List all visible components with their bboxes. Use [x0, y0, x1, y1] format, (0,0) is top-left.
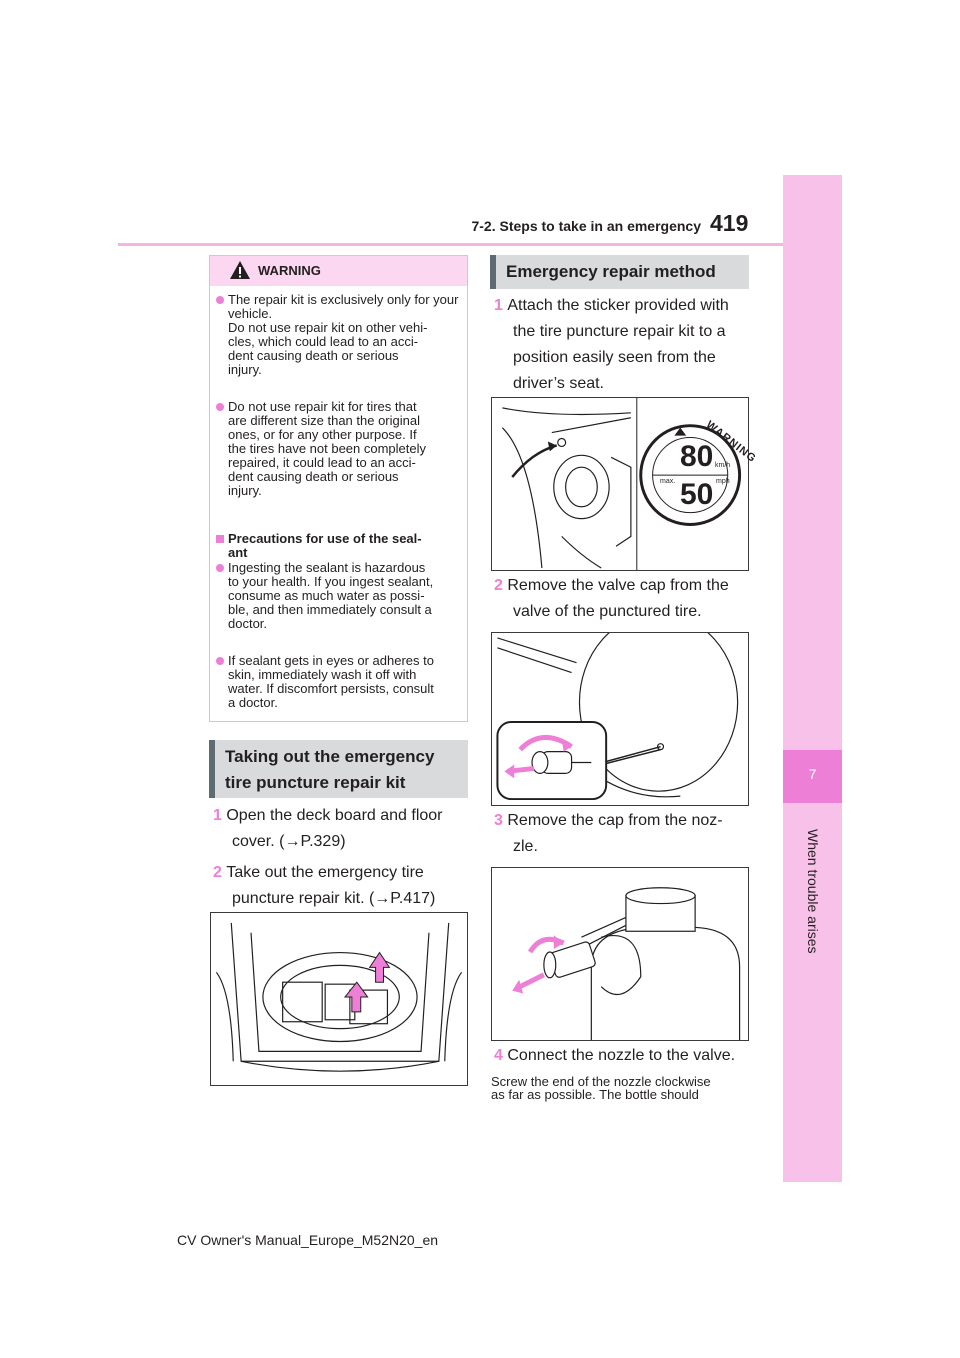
sticker-speed-kmh: 80	[680, 440, 714, 473]
warning-line: Do not use repair kit on other vehi-	[228, 320, 428, 335]
bullet-icon	[216, 657, 224, 665]
warning-line: cles, which could lead to an acci-	[228, 334, 419, 349]
repair-note: Screw the end of the nozzle clockwise as…	[491, 1075, 753, 1101]
warning-title: WARNING	[258, 263, 321, 278]
warning-header	[210, 256, 467, 286]
section-title: 7-2. Steps to take in an emergency	[471, 218, 701, 234]
sticker-unit-kmh: km/h	[715, 462, 731, 469]
subtitle-line: ant	[228, 545, 248, 560]
step-number: 3	[494, 812, 503, 829]
warning-box	[209, 255, 468, 722]
repair-step-1: 1 Attach the sticker provided with the t…	[494, 293, 756, 397]
trunk-repair-kit-figure	[210, 912, 468, 1086]
valve-cap-figure	[491, 632, 749, 806]
step-number: 4	[494, 1047, 503, 1064]
header-divider	[118, 243, 783, 246]
warning-line: water. If discomfort persists, consult	[228, 681, 434, 696]
bullet-icon	[216, 564, 224, 572]
step-text: driver’s seat.	[513, 375, 604, 392]
taking-out-step-1: 1 Open the deck board and floor cover. (…	[213, 803, 473, 855]
warning-line: repaired, it could lead to an acci-	[228, 455, 416, 470]
warning-line: consume as much water as possi-	[228, 588, 425, 603]
sticker-max: max.	[660, 478, 676, 485]
step-text: zle.	[513, 838, 538, 855]
warning-line: injury.	[228, 483, 262, 498]
section-heading-repair-method: Emergency repair method	[490, 255, 749, 289]
subtitle-line: Precautions for use of the seal-	[228, 531, 422, 546]
warning-line: dent causing death or serious	[228, 348, 399, 363]
step-text: cover. (→P.329)	[232, 833, 346, 850]
section-heading-taking-out: Taking out the emergency tire puncture r…	[209, 740, 468, 798]
taking-out-step-2: 2 Take out the emergency tire puncture r…	[213, 860, 473, 912]
warning-line: the tires have not been completely	[228, 441, 427, 456]
warning-line: to your health. If you ingest sealant,	[228, 574, 434, 589]
bullet-icon	[216, 403, 224, 411]
step-text: puncture repair kit. (→P.417)	[232, 890, 436, 907]
warning-item-3: Ingesting the sealant is hazardous to yo…	[228, 561, 460, 631]
repair-step-3: 3 Remove the cap from the noz- zle.	[494, 808, 756, 860]
sticker-placement-figure	[491, 397, 749, 571]
warning-line: ones, or for any other purpose. If	[228, 427, 417, 442]
warning-subtitle: Precautions for use of the seal- ant	[228, 532, 460, 560]
chapter-side-tab	[783, 175, 842, 1182]
chapter-title: When trouble arises	[805, 829, 821, 954]
step-number: 1	[213, 807, 222, 824]
step-text: Open the deck board and floor	[226, 807, 443, 824]
warning-line: injury.	[228, 362, 262, 377]
step-text: Connect the nozzle to the valve.	[507, 1047, 736, 1064]
step-number: 2	[494, 577, 503, 594]
note-line: as far as possible. The bottle should	[491, 1087, 699, 1102]
warning-item-1: The repair kit is exclusively only for y…	[228, 293, 460, 377]
warning-line: skin, immediately wash it off with	[228, 667, 417, 682]
warning-triangle-icon	[230, 261, 250, 279]
warning-line: a doctor.	[228, 695, 278, 710]
step-text: Attach the sticker provided with	[507, 297, 729, 314]
chapter-number-tab	[783, 750, 842, 803]
sticker-speed-mph: 50	[680, 478, 714, 511]
heading-line: Taking out the emergency	[225, 747, 435, 766]
bullet-icon	[216, 296, 224, 304]
heading-line: tire puncture repair kit	[225, 773, 406, 792]
sticker-unit-mph: mph	[716, 478, 730, 485]
repair-step-2: 2 Remove the valve cap from the valve of…	[494, 573, 756, 625]
repair-step-4: 4 Connect the nozzle to the valve.	[494, 1043, 756, 1069]
warning-line: Do not use repair kit for tires that	[228, 399, 417, 414]
chapter-number: 7	[808, 766, 817, 782]
step-text: valve of the punctured tire.	[513, 603, 702, 620]
warning-line: If sealant gets in eyes or adheres to	[228, 653, 434, 668]
square-bullet-icon	[216, 535, 224, 543]
step-number: 2	[213, 864, 222, 881]
note-line: Screw the end of the nozzle clockwise	[491, 1074, 711, 1089]
warning-line: are different size than the original	[228, 413, 420, 428]
nozzle-cap-figure	[491, 867, 749, 1041]
step-text: Take out the emergency tire	[226, 864, 424, 881]
warning-line: dent causing death or serious	[228, 469, 399, 484]
warning-line: The repair kit is exclusively only for y…	[228, 292, 459, 321]
warning-line: doctor.	[228, 616, 268, 631]
step-text: Remove the cap from the noz-	[507, 812, 723, 829]
step-number: 1	[494, 297, 503, 314]
step-text: position easily seen from the	[513, 349, 716, 366]
step-text: Remove the valve cap from the	[507, 577, 729, 594]
warning-line: ble, and then immediately consult a	[228, 602, 432, 617]
step-text: the tire puncture repair kit to a	[513, 323, 726, 340]
warning-item-2: Do not use repair kit for tires that are…	[228, 400, 460, 498]
page-number: 419	[710, 210, 749, 236]
warning-item-4: If sealant gets in eyes or adheres to sk…	[228, 654, 460, 710]
warning-line: Ingesting the sealant is hazardous	[228, 560, 426, 575]
footer-manual-name: CV Owner's Manual_Europe_M52N20_en	[177, 1232, 439, 1248]
